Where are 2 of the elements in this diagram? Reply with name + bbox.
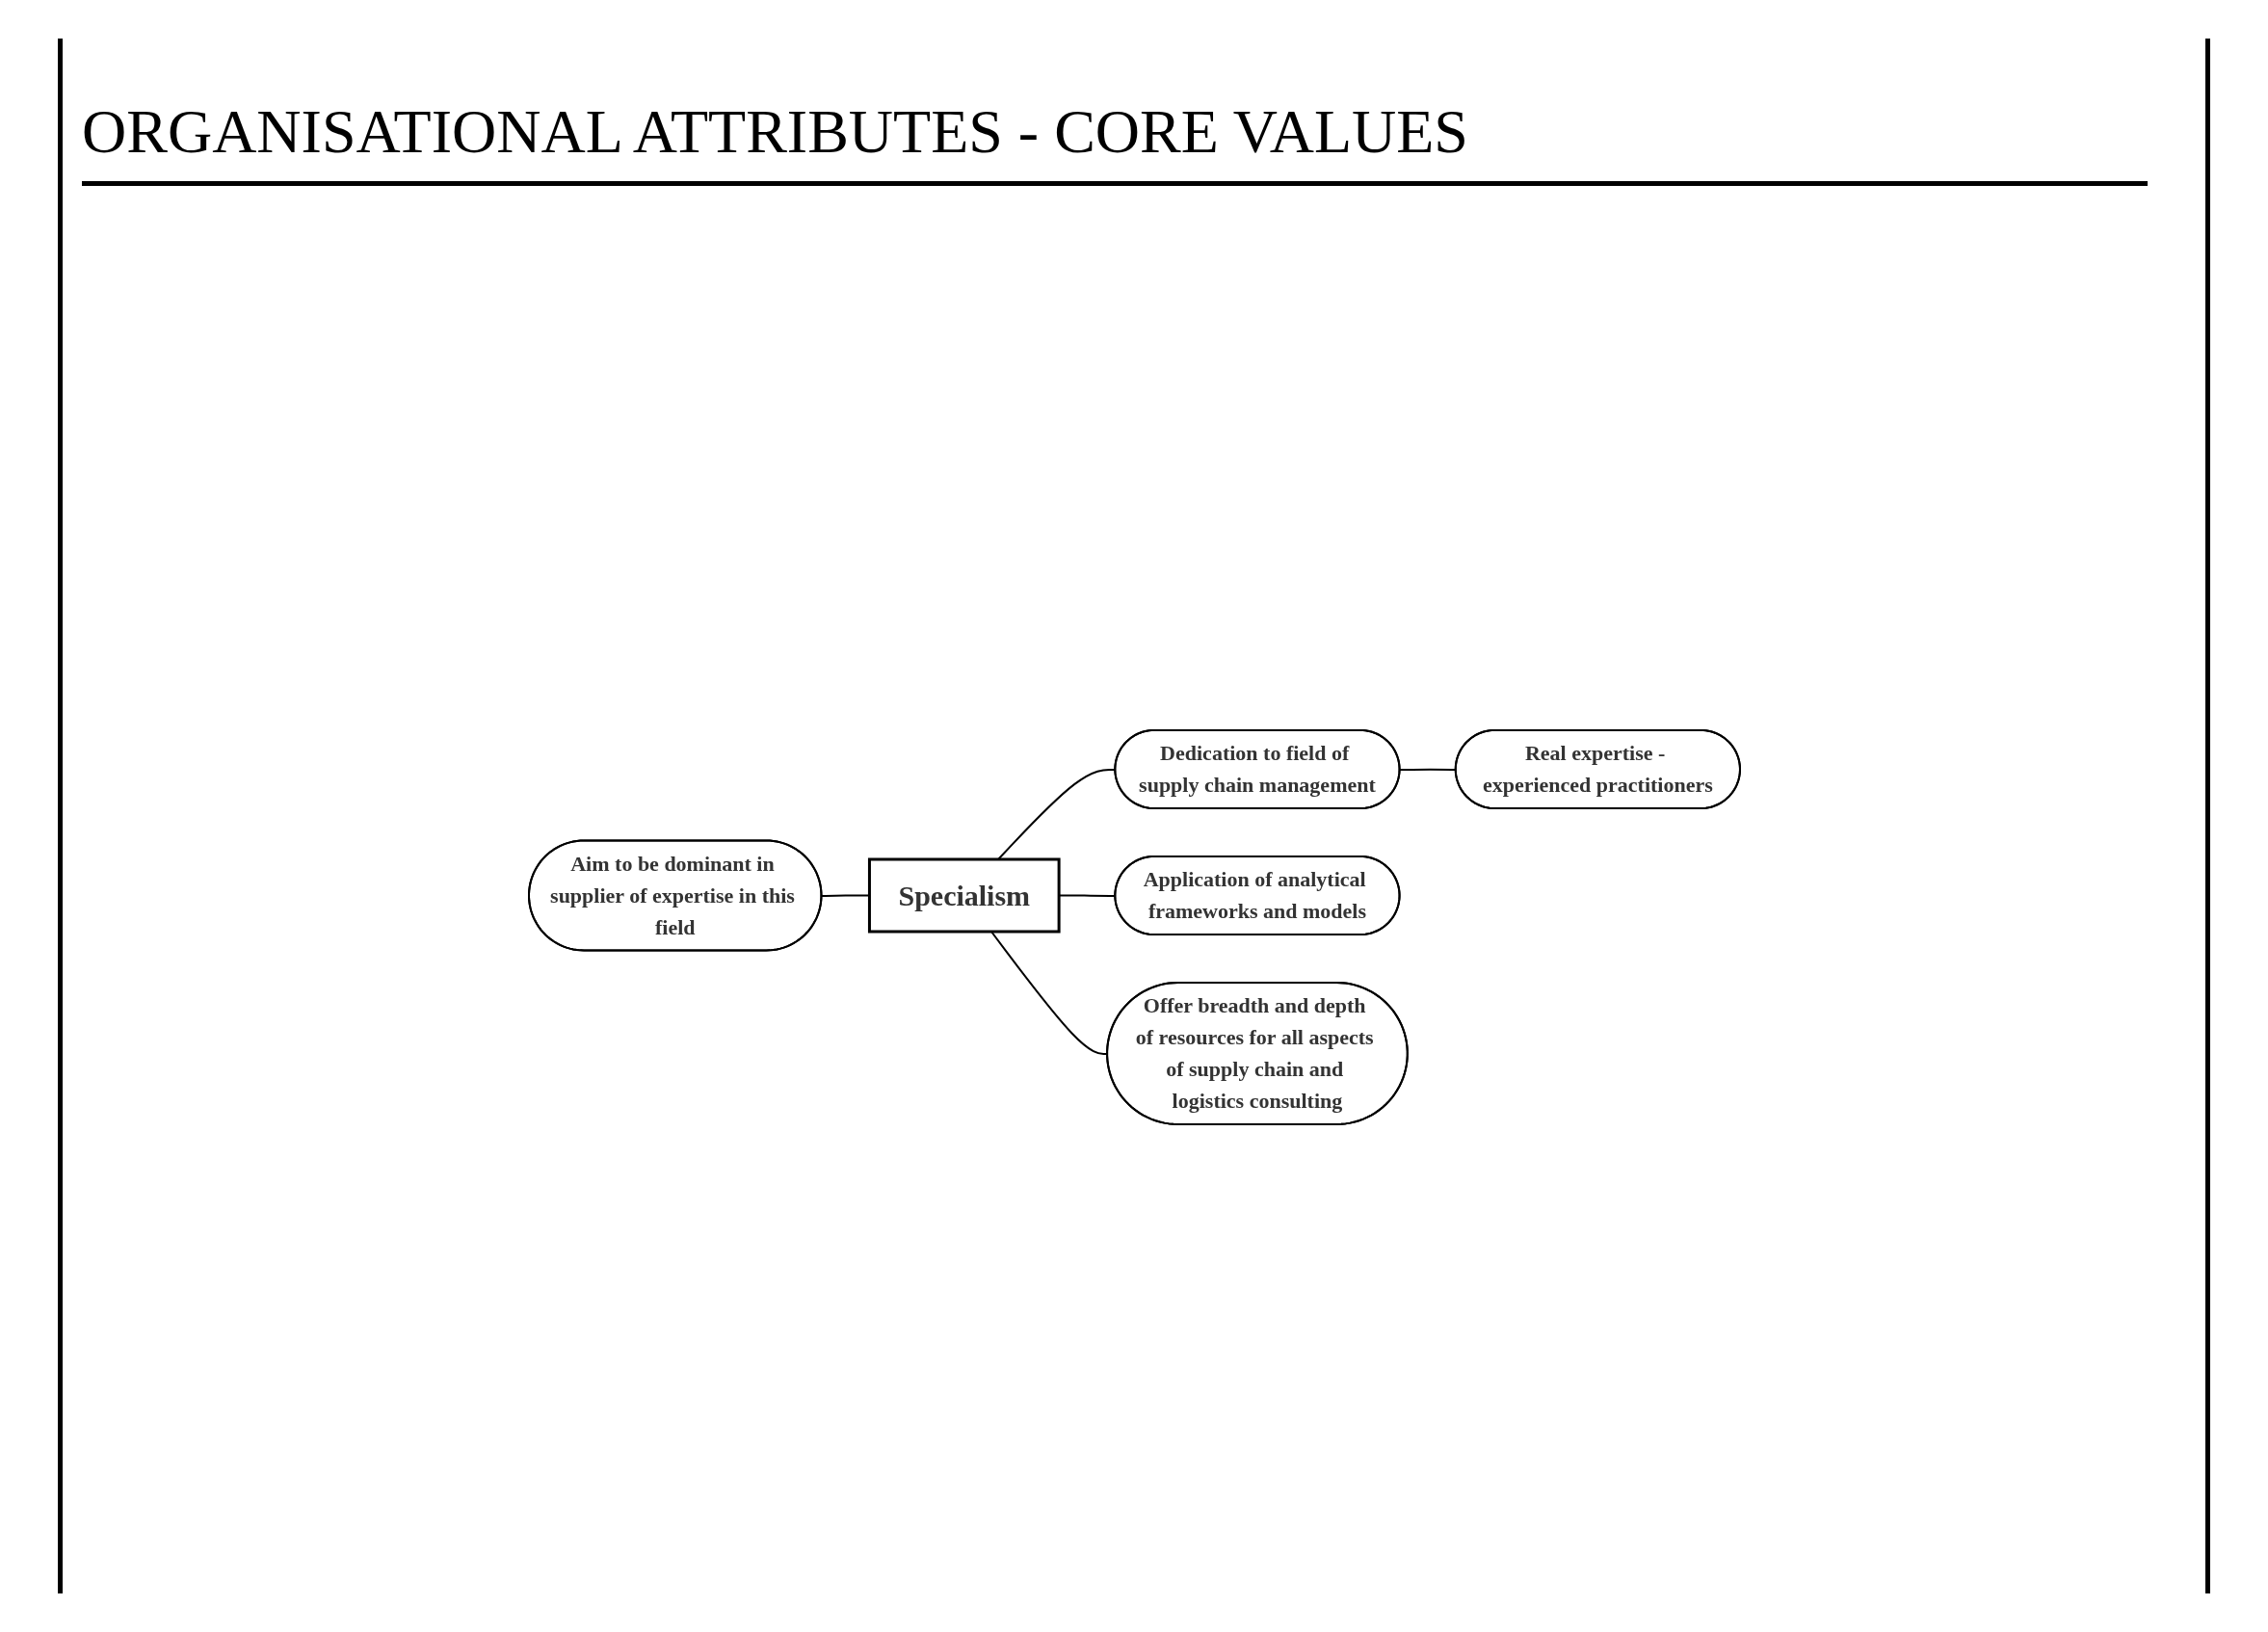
- slide-title: ORGANISATIONAL ATTRIBUTES - CORE VALUES: [82, 96, 2148, 186]
- node-box: Specialism: [867, 857, 1061, 933]
